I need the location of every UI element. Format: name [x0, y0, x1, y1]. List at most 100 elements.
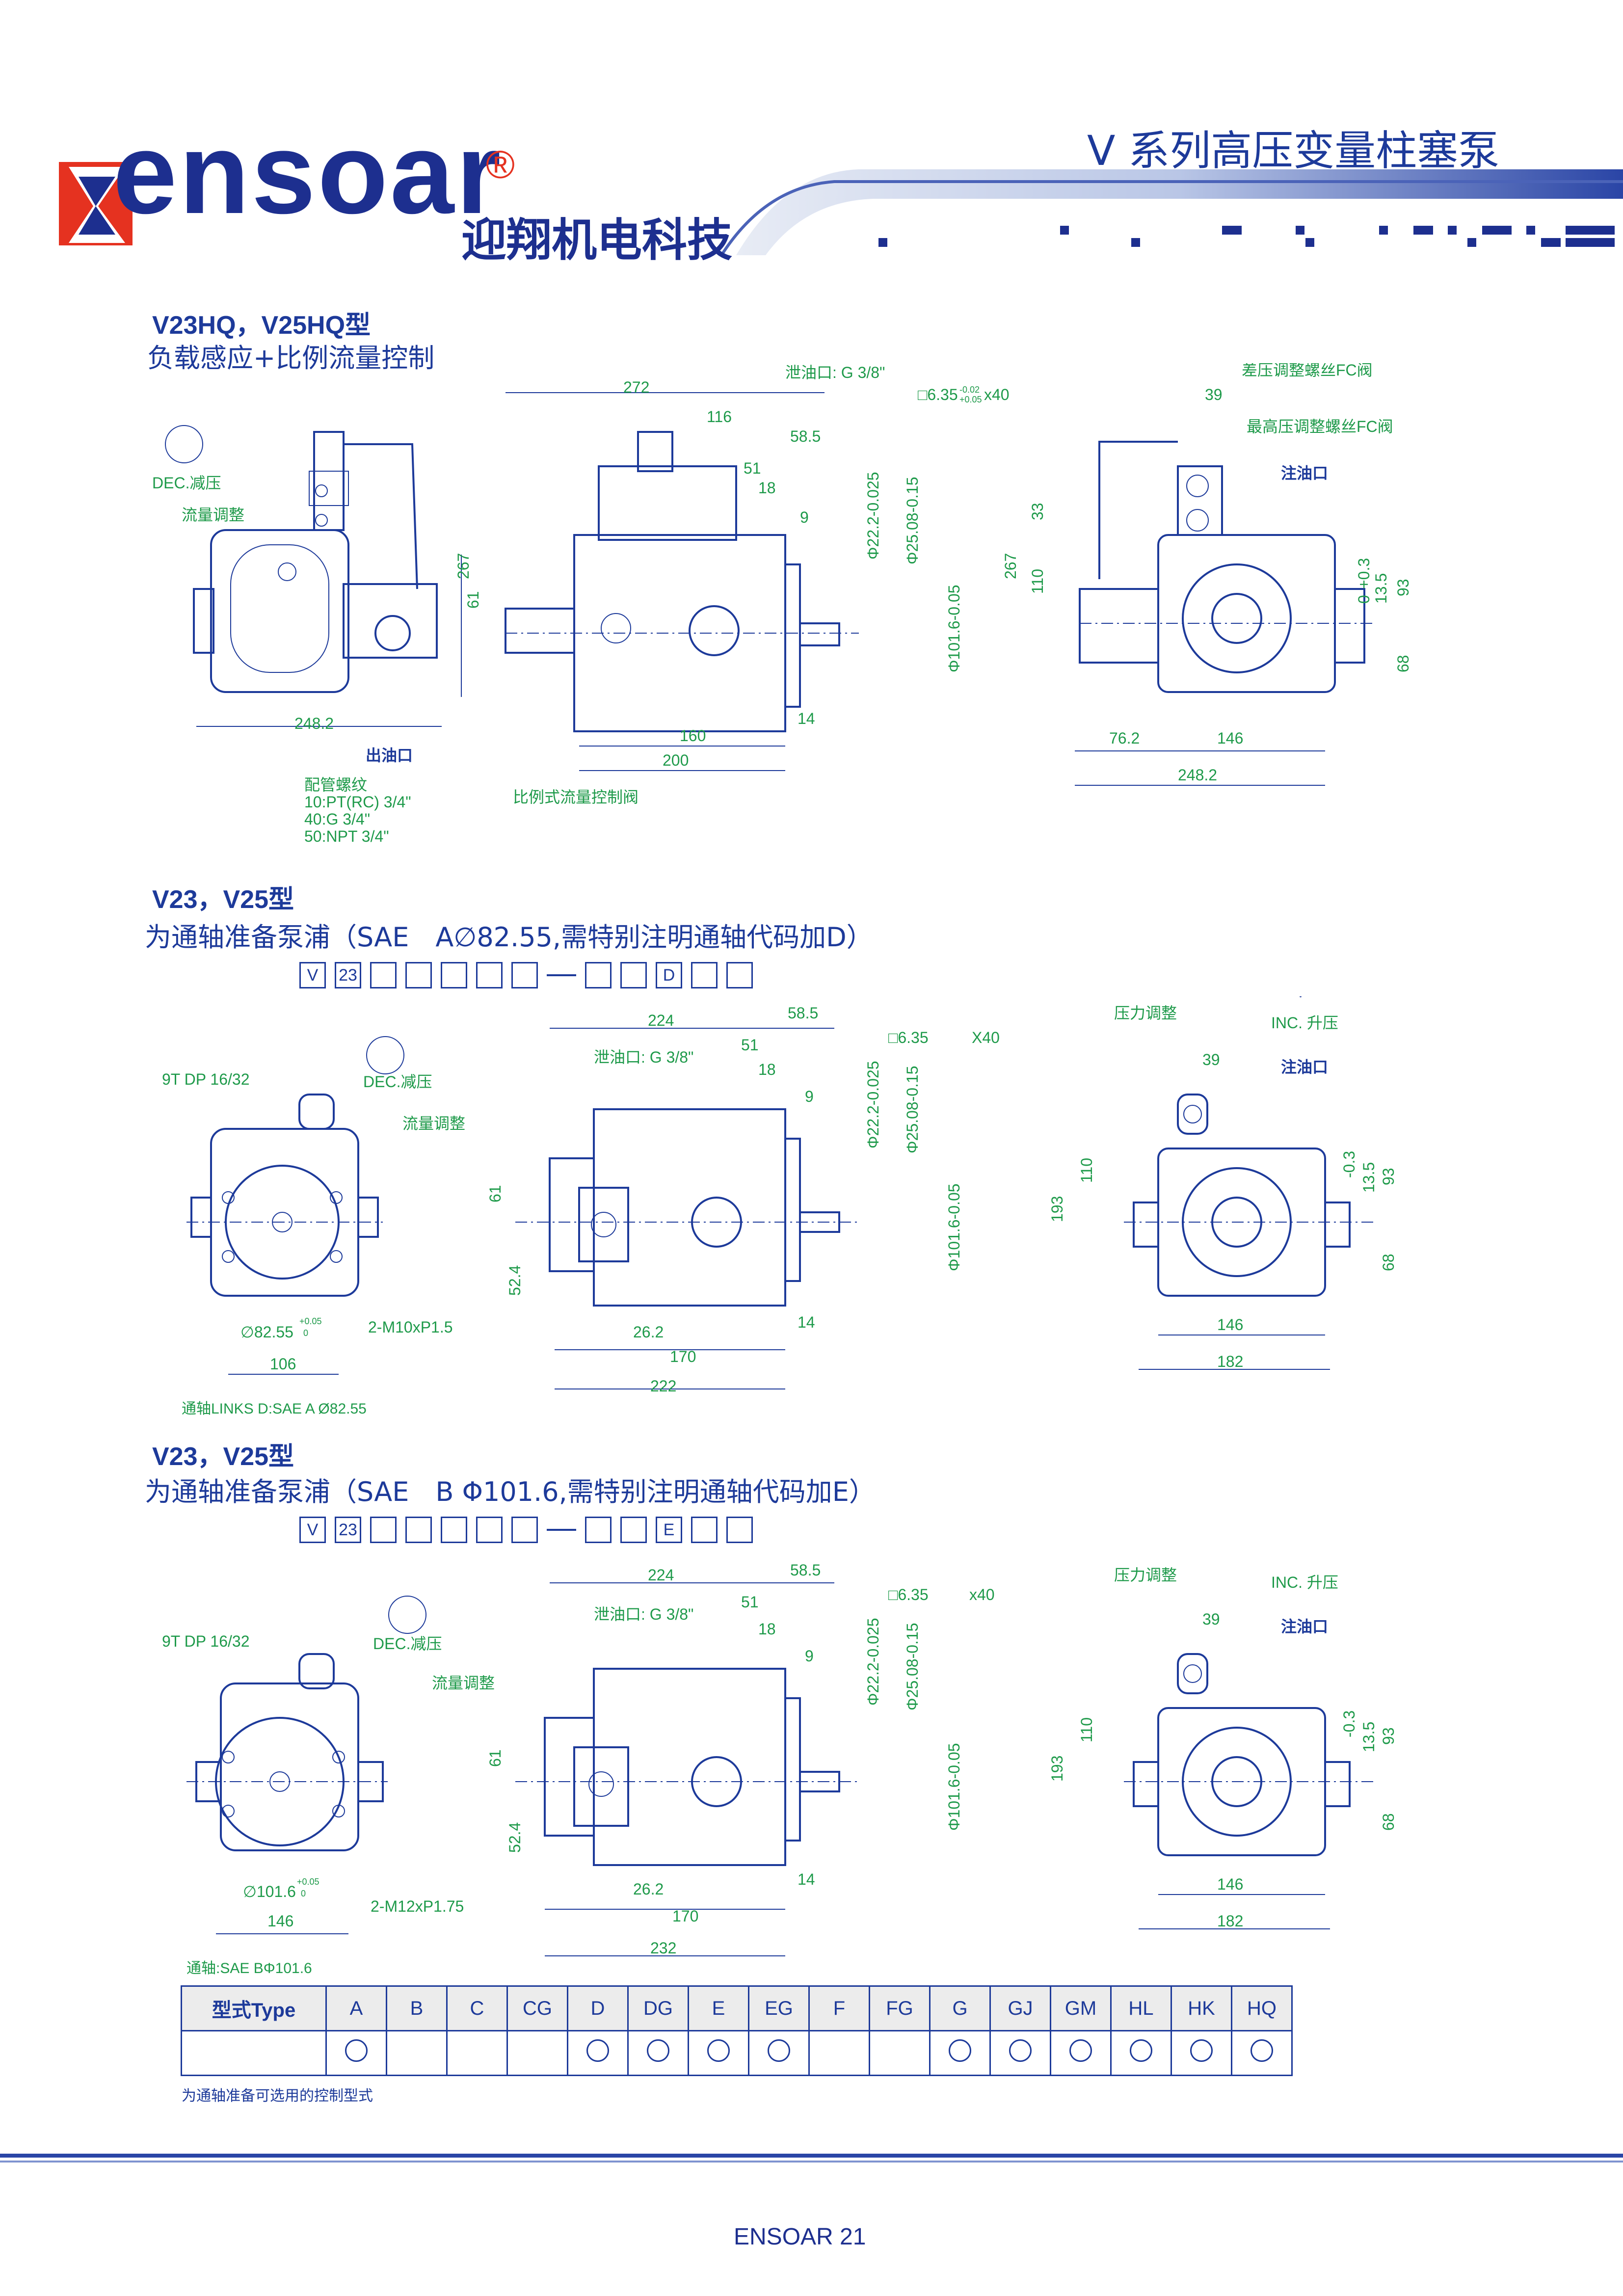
s2-bolt-label: 2-M10xP1.5 — [368, 1318, 453, 1336]
s3-face-view — [186, 1596, 426, 1934]
available-circle-icon — [707, 2039, 730, 2062]
s1-dim-116: 116 — [707, 408, 732, 426]
s3-dim-146: 146 — [267, 1912, 293, 1930]
section2-title: V23，V25型 — [152, 885, 294, 914]
section2-model-code: V 23 D — [299, 962, 753, 988]
s1-pt3: 50:NPT 3/4" — [304, 828, 389, 845]
code-dash — [547, 974, 576, 976]
s1-dim-267: 267 — [454, 553, 472, 579]
type-availability-cell — [748, 2030, 810, 2076]
s2-dim-93: 93 — [1380, 1168, 1397, 1185]
s1-key-tol-up: -0.02 — [959, 385, 980, 395]
code-box — [511, 962, 538, 988]
type-cell: G — [929, 1985, 991, 2031]
s2-front-view — [515, 1028, 859, 1389]
section3-title: V23，V25型 — [152, 1442, 294, 1471]
s1-max-screw-label: 最高压调整螺丝FC阀 — [1247, 418, 1393, 435]
s1-dim-14: 14 — [798, 710, 815, 727]
s2-dim-222: 222 — [650, 1377, 676, 1395]
code-box — [405, 962, 432, 988]
footer-page-label: ENSOAR 21 — [734, 2224, 866, 2250]
s3-phi101: ∅101.6 — [243, 1883, 296, 1900]
code-box — [476, 962, 503, 988]
available-circle-icon — [1130, 2039, 1152, 2062]
type-availability-cell — [567, 2030, 629, 2076]
s1-dim-160: 160 — [680, 727, 706, 745]
code-box — [620, 1517, 647, 1543]
type-availability-cell — [446, 2030, 508, 2076]
type-availability-cell — [989, 2030, 1051, 2076]
type-availability-cell — [627, 2030, 689, 2076]
series-title: V 系列高压变量柱塞泵 — [1087, 127, 1500, 175]
s3-dim-51: 51 — [741, 1593, 759, 1611]
s1-phi101: Φ101.6-0.05 — [945, 585, 963, 672]
s1-key-tol-dn: +0.05 — [959, 395, 982, 404]
s2-dec-label: DEC.减压 — [363, 1073, 432, 1091]
s1-dim-272: 272 — [623, 378, 649, 396]
s3-bolt-label: 2-M12xP1.75 — [371, 1897, 464, 1915]
s3-phi-tol: +0.05 — [297, 1877, 319, 1887]
s3-phi101: Φ101.6-0.05 — [945, 1743, 963, 1831]
s1-dim-39: 39 — [1205, 386, 1223, 403]
s3-phi22: Φ22.2-0.025 — [864, 1618, 882, 1706]
s2-dim-110: 110 — [1078, 1158, 1095, 1183]
s2-drain-label: 泄油口: G 3/8" — [594, 1048, 693, 1066]
s3-key-label: □6.35 — [888, 1586, 929, 1603]
s1-dim-200: 200 — [663, 751, 689, 769]
code-box — [726, 1517, 753, 1543]
type-cell: F — [808, 1985, 870, 2031]
code-box — [370, 1517, 397, 1543]
s3-dim-232: 232 — [650, 1939, 676, 1957]
code-box: D — [656, 962, 682, 988]
s3-spline-label: 9T DP 16/32 — [162, 1632, 250, 1650]
type-availability-cell — [869, 2030, 931, 2076]
type-table-note: 为通轴准备可选用的控制型式 — [182, 2087, 373, 2105]
s1-dim-33: 33 — [1029, 503, 1046, 520]
code-dash — [547, 1529, 576, 1531]
available-circle-icon — [1069, 2039, 1092, 2062]
code-box — [405, 1517, 432, 1543]
type-cell: FG — [869, 1985, 931, 2031]
section3-model-code: V 23 E — [299, 1517, 753, 1543]
s1-dim-68: 68 — [1394, 655, 1412, 672]
s2-phi-tol: +0.05 — [299, 1316, 322, 1326]
section1-title: V23HQ，V25HQ型 — [152, 311, 371, 340]
code-box — [441, 962, 467, 988]
s1-dim-93: 93 — [1394, 579, 1412, 596]
available-circle-icon — [647, 2039, 669, 2062]
type-cell: HL — [1110, 1985, 1172, 2031]
code-box — [441, 1517, 467, 1543]
s3-dim-9: 9 — [805, 1647, 814, 1665]
s1-side-view — [165, 425, 462, 727]
section2-subtitle: 为通轴准备泵浦（SAE A∅82.55,需特别注明通轴代码加D） — [145, 922, 873, 953]
type-availability-cell — [1110, 2030, 1172, 2076]
s2-dim-9: 9 — [805, 1088, 814, 1105]
s1-dim-76-2: 76.2 — [1109, 729, 1140, 747]
s2-spline-label: 9T DP 16/32 — [162, 1070, 250, 1088]
s1-pt1: 10:PT(RC) 3/4" — [304, 793, 411, 811]
s3-drain-label: 泄油口: G 3/8" — [594, 1605, 693, 1623]
s2-face-view — [186, 1036, 404, 1375]
s3-dim-146: 146 — [1217, 1875, 1243, 1893]
code-box — [691, 1517, 718, 1543]
s3-end-view — [1124, 1653, 1374, 1929]
footer-rule — [0, 2154, 1623, 2163]
s3-dim-39: 39 — [1202, 1610, 1220, 1628]
available-circle-icon — [586, 2039, 609, 2062]
available-circle-icon — [1009, 2039, 1032, 2062]
type-availability-cell — [1050, 2030, 1112, 2076]
type-cell: GJ — [989, 1985, 1051, 2031]
type-cell: HQ — [1231, 1985, 1293, 2031]
s2-dim-106: 106 — [270, 1355, 296, 1373]
s1-dim-18: 18 — [758, 479, 776, 497]
s1-pipe-thread-label: 配管螺纹 — [304, 776, 367, 794]
header-band — [59, 162, 1623, 256]
code-box: E — [656, 1517, 682, 1543]
s1-dim-110: 110 — [1029, 569, 1046, 594]
s2-key-label: □6.35 — [888, 1029, 929, 1046]
s1-tol-13-5b: 0 — [1355, 595, 1373, 604]
code-box — [691, 962, 718, 988]
code-box: 23 — [335, 962, 361, 988]
available-circle-icon — [768, 2039, 790, 2062]
s3-pass-through-label: 通轴:SAE BΦ101.6 — [186, 1960, 312, 1976]
